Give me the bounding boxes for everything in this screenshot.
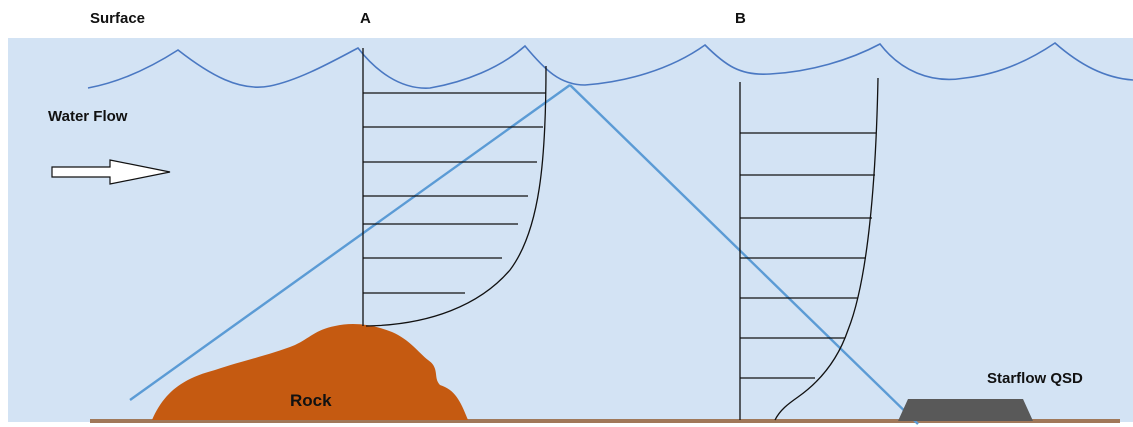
rock — [152, 324, 468, 420]
profile-b-label: B — [735, 10, 746, 27]
profile-a-curve — [365, 65, 547, 327]
water-flow-label: Water Flow — [48, 108, 128, 125]
surface-label: Surface — [90, 10, 145, 27]
velocity-profile-a — [362, 48, 547, 327]
arrow-right-outline-icon — [51, 159, 171, 185]
profile-a-label: A — [360, 10, 371, 27]
velocity-profile-b — [739, 77, 879, 421]
starflow-qsd-device — [898, 399, 1033, 421]
device-label: Starflow QSD — [987, 370, 1083, 387]
riverbed — [90, 419, 1120, 423]
rock-label: Rock — [290, 391, 332, 410]
water-area — [8, 38, 1133, 422]
beam-left — [129, 84, 571, 401]
beam-right — [569, 84, 919, 425]
water-surface-wave — [87, 41, 1133, 89]
profile-b-curve — [774, 77, 879, 421]
